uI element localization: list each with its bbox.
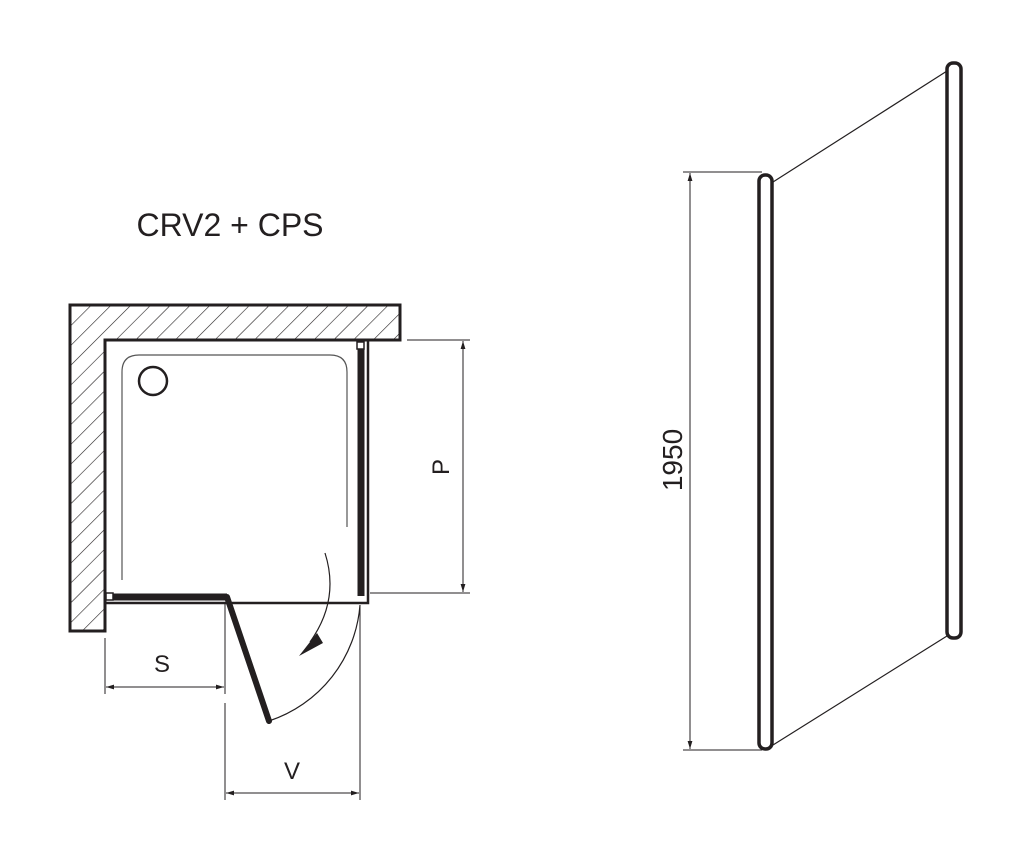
swing-arrowhead-icon — [299, 633, 323, 656]
front-profile-post — [757, 173, 774, 751]
door-panel — [224, 594, 272, 724]
drain-icon — [137, 365, 169, 397]
panel-bottom-edge — [772, 635, 948, 746]
shower-tray-outline — [121, 354, 348, 580]
elevation-view: 1950 — [657, 61, 963, 751]
wall — [68, 303, 402, 633]
rear-profile-post — [945, 61, 963, 640]
panel-top-edge — [772, 70, 948, 183]
side-panel-profile — [356, 341, 365, 350]
enclosure-outline — [103, 338, 370, 605]
v-dimension-label: V — [284, 758, 300, 785]
height-dimension-label: 1950 — [657, 429, 688, 491]
swing-direction-arrow — [309, 552, 331, 643]
diagram-title: CRV2 + CPS — [136, 207, 323, 243]
p-dimension-label: P — [428, 459, 455, 475]
front-panel-profile — [105, 592, 114, 601]
plan-view: P S V — [68, 303, 470, 800]
door-swing-arc — [268, 604, 361, 722]
s-dimension-label: S — [154, 651, 170, 678]
